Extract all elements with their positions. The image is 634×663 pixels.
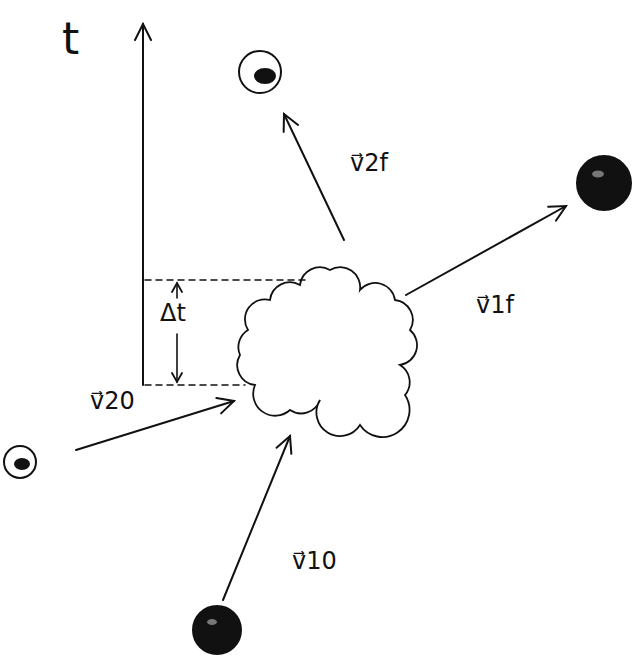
ball-large <box>193 606 241 654</box>
collision-cloud <box>237 267 417 437</box>
ball-small <box>239 51 281 93</box>
time-axis <box>142 24 144 385</box>
interval-label: Δt <box>160 300 186 328</box>
ball-small <box>4 446 36 478</box>
dashed-line <box>145 384 245 386</box>
velocity-arrow <box>406 206 566 295</box>
interval-arrow <box>176 283 178 298</box>
ball-large <box>577 156 631 210</box>
interval-arrow <box>176 334 178 382</box>
velocity-arrow <box>284 114 344 240</box>
axis-label: t <box>62 14 79 65</box>
velocity-label: v⃗20 <box>90 388 135 416</box>
velocity-label: v⃗2f <box>350 150 388 178</box>
dashed-line <box>145 279 305 281</box>
velocity-label: v⃗1f <box>476 292 514 320</box>
velocity-label: v⃗10 <box>292 548 337 576</box>
velocity-arrow <box>223 436 290 600</box>
